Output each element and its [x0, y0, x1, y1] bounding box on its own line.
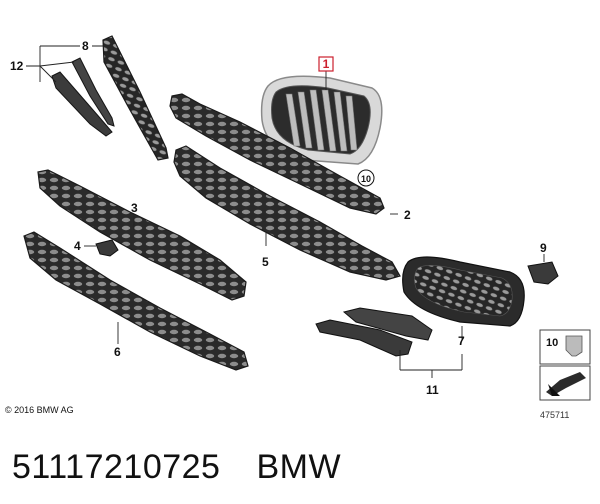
callout-6: 6 — [114, 345, 121, 359]
callout-10-circle-label: 10 — [361, 174, 371, 184]
callout-9: 9 — [540, 241, 547, 255]
leader-lines — [26, 45, 545, 378]
callout-1: 1 — [323, 57, 330, 71]
part-11-trim-lower — [315, 319, 413, 357]
callout-2: 2 — [404, 208, 411, 222]
part-number: 51117210725 — [12, 448, 221, 486]
callout-1-highlight-box — [318, 56, 334, 72]
direction-arrow-icon — [548, 384, 560, 396]
callout-12: 12 — [10, 59, 24, 73]
part-1-kidney-grille — [260, 75, 383, 165]
legend-arrow-box — [539, 365, 591, 401]
part-12-trim-strip-right — [71, 57, 115, 127]
part-9-bracket — [527, 261, 559, 285]
copyright-notice: © 2016 BMW AG — [5, 405, 74, 415]
part-5-lower-grille — [173, 145, 401, 281]
callout-7: 7 — [458, 334, 465, 348]
brand-name: BMW — [256, 448, 342, 486]
diagram-number: 475711 — [540, 410, 570, 420]
part-11-trim-upper — [342, 307, 433, 341]
part-2-upper-grille-bar — [169, 93, 385, 215]
callout-8: 8 — [82, 39, 89, 53]
callout-3: 3 — [131, 201, 138, 215]
part-4-clip — [95, 239, 119, 257]
callout-5: 5 — [262, 255, 269, 269]
part-12-trim-strip-left — [51, 71, 113, 137]
legend-10-box: 10 — [539, 329, 591, 365]
parts-diagram: 10 10 — [10, 35, 591, 401]
part-3-middle-grille-bar — [37, 169, 247, 301]
footer-caption: 51117210725 BMW — [12, 448, 341, 487]
part-6-bottom-grille — [23, 231, 249, 371]
legend-10-label: 10 — [546, 337, 558, 349]
part-7-side-intake-grille — [402, 256, 525, 327]
part-8-side-grille — [102, 35, 169, 161]
callout-11: 11 — [426, 383, 439, 397]
callout-10-circle — [357, 169, 375, 187]
callout-4: 4 — [74, 239, 81, 253]
